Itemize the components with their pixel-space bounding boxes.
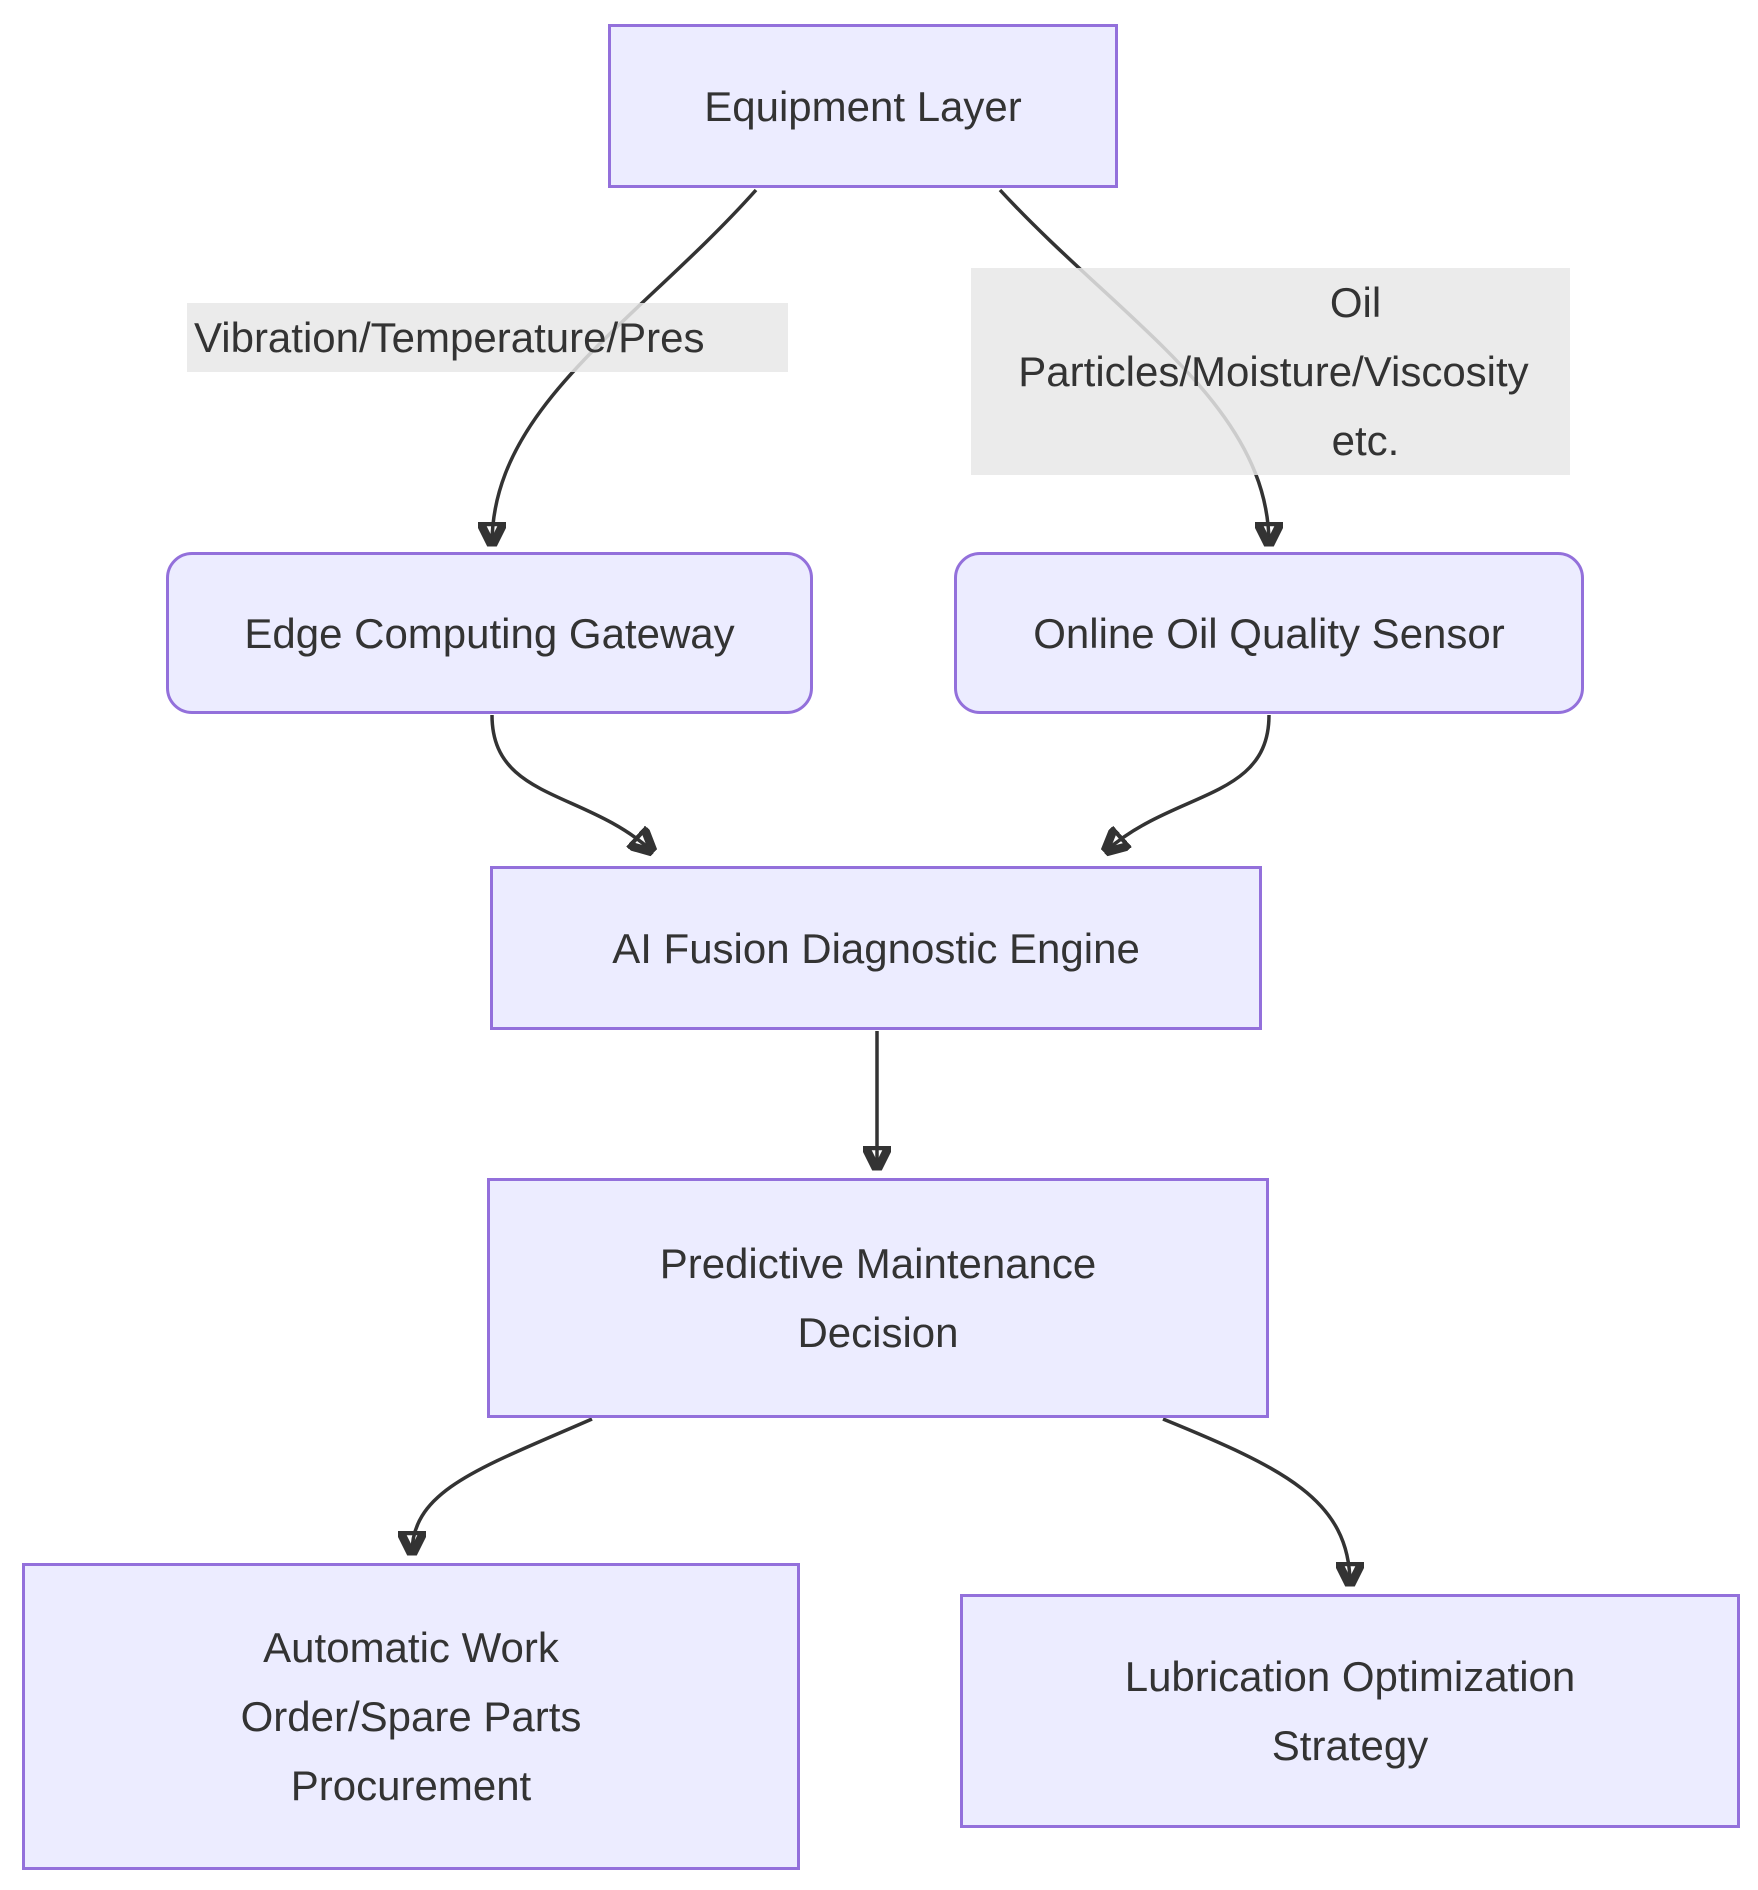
node-equipment-layer: Equipment Layer [608, 24, 1118, 188]
node-automatic-work-order-spare-parts: Automatic Work Order/Spare Parts Procure… [22, 1563, 800, 1870]
node-label: Order/Spare Parts [240, 1693, 582, 1740]
edge-label-vibration-temperature: Vibration/Temperature/Pres [187, 303, 788, 372]
node-label: Edge Computing Gateway [244, 609, 735, 657]
edge-predictive-to-work-order [412, 1417, 593, 1553]
node-predictive-maintenance-decision: Predictive Maintenance Decision [487, 1178, 1269, 1418]
node-label: Lubrication Optimization [1124, 1653, 1576, 1700]
node-label: Equipment Layer [704, 82, 1022, 130]
edge-sensor-to-ai-fusion [1106, 714, 1271, 851]
node-ai-fusion-diagnostic-engine: AI Fusion Diagnostic Engine [490, 866, 1262, 1030]
node-label: Procurement [290, 1762, 532, 1809]
edge-label-text: Vibration/Temperature/Pres [194, 314, 705, 361]
edge-label-text: Oil [1329, 279, 1382, 326]
node-label: Predictive Maintenance [659, 1240, 1097, 1287]
edge-predictive-to-lubrication [1162, 1417, 1350, 1584]
edge-label-oil-particles: Oil Particles/Moisture/Viscosity etc. [971, 268, 1570, 475]
edge-label-text: Particles/Moisture/Viscosity [1018, 348, 1529, 395]
node-lubrication-optimization-strategy: Lubrication Optimization Strategy [960, 1594, 1740, 1828]
node-label: Decision [797, 1309, 959, 1356]
node-label: Online Oil Quality Sensor [1033, 609, 1505, 657]
node-edge-computing-gateway: Edge Computing Gateway [166, 552, 813, 714]
node-label: AI Fusion Diagnostic Engine [612, 924, 1140, 972]
edge-label-text: etc. [1331, 417, 1400, 464]
node-label: Strategy [1271, 1722, 1429, 1769]
edge-gateway-to-ai-fusion [490, 714, 652, 851]
node-label: Automatic Work [263, 1624, 559, 1671]
node-online-oil-quality-sensor: Online Oil Quality Sensor [954, 552, 1584, 714]
